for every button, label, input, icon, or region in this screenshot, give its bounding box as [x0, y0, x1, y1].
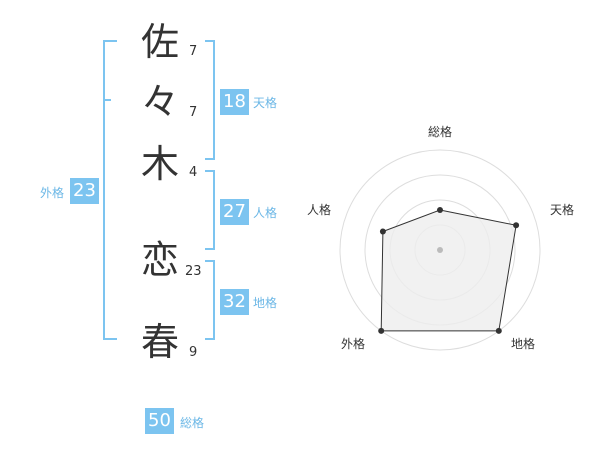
tenkaku-bracket [205, 40, 215, 160]
radar-point-3 [495, 327, 502, 334]
radar-label-jinkaku: 人格 [307, 203, 332, 217]
jinkaku-label: 人格 [253, 206, 278, 220]
radar-point-2 [513, 222, 520, 229]
stroke-count-2: 7 [189, 105, 198, 120]
gaikaku-value: 23 [70, 178, 99, 204]
stroke-count-3: 4 [189, 165, 198, 180]
radar-label-soukaku: 総格 [428, 125, 453, 139]
radar-point-5 [379, 228, 386, 235]
name-char-5: 春 [140, 320, 179, 364]
tenkaku-value: 18 [220, 89, 249, 115]
radar-center-dot [437, 247, 443, 253]
name-char-3: 木 [140, 142, 179, 186]
gaikaku-label: 外格 [40, 186, 65, 200]
soukaku-value: 50 [145, 408, 174, 434]
radar-point-1 [437, 207, 443, 213]
stroke-count-5: 9 [189, 345, 198, 360]
jinkaku-bracket [205, 170, 215, 250]
radar-label-chikaku: 地格 [511, 337, 536, 351]
stroke-count-4: 23 [185, 264, 202, 279]
stroke-count-1: 7 [189, 44, 198, 59]
name-char-4: 恋 [140, 238, 179, 282]
radar-label-tenkaku: 天格 [550, 203, 575, 217]
radar-ring-4 [339, 149, 541, 351]
name-char-2: 々 [140, 80, 179, 124]
radar-area [380, 209, 517, 332]
chikaku-label: 地格 [253, 296, 278, 310]
soukaku-label: 総格 [180, 416, 205, 430]
jinkaku-value: 27 [220, 199, 249, 225]
name-char-1: 佐 [140, 20, 179, 64]
chikaku-value: 32 [220, 289, 249, 315]
radar-point-4 [378, 327, 385, 334]
chikaku-bracket [205, 260, 215, 340]
radar-label-gaikaku: 外格 [341, 337, 366, 351]
tenkaku-label: 天格 [253, 96, 278, 110]
gaikaku-bracket [103, 40, 117, 340]
gaikaku-bracket-tick [103, 99, 111, 101]
